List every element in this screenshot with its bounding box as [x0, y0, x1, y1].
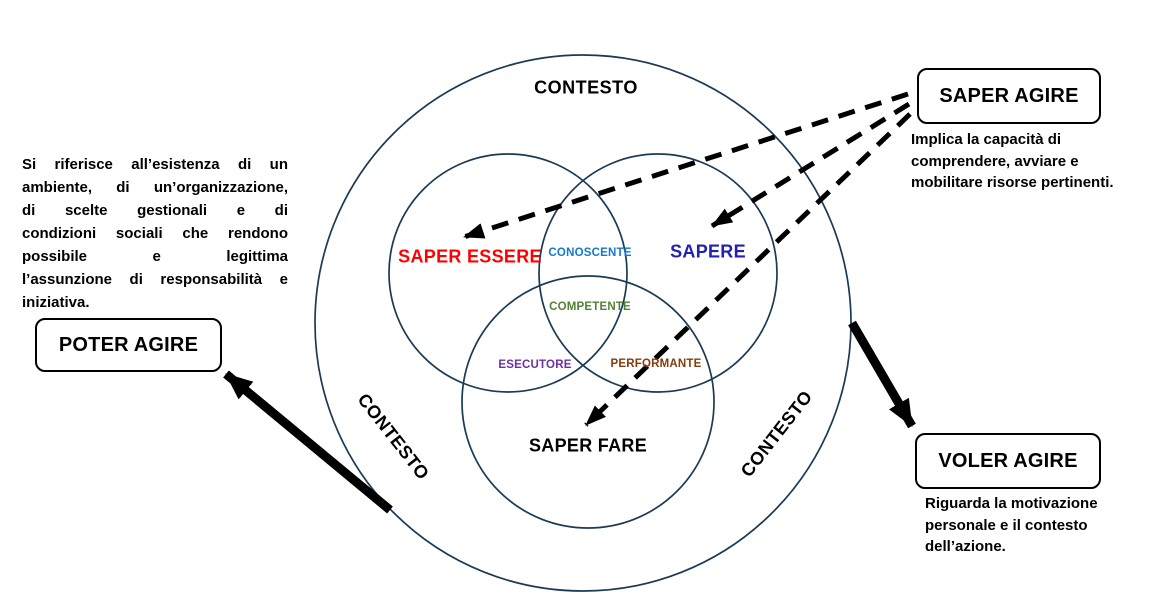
note-line: Riguarda la motivazione [925, 495, 1098, 512]
esecutore-label: ESECUTORE [498, 359, 572, 371]
conoscente-label: CONOSCENTE [548, 247, 632, 259]
dashed-arrow-to-sapere [710, 101, 911, 229]
saper-agire-box: SAPER AGIRE [917, 68, 1101, 124]
note-line: Si riferisce all’esistenza di un [22, 156, 288, 173]
note-line: mobilitare risorse pertinenti. [911, 174, 1114, 191]
competente-label: COMPETENTE [549, 301, 631, 313]
voler-agire-note: Riguarda la motivazione personale e il c… [925, 493, 1155, 558]
note-line: ambiente, di un’organizzazione, [22, 179, 288, 196]
voler-agire-box: VOLER AGIRE [915, 433, 1101, 489]
note-line: possibile e legittima [22, 248, 288, 265]
sapere-label: SAPERE [670, 241, 746, 262]
contesto-label-top: CONTESTO [534, 77, 638, 98]
solid-arrow-to-poter-agire [223, 370, 393, 514]
performante-label: PERFORMANTE [610, 358, 702, 370]
note-line: condizioni sociali che rendono [22, 225, 288, 242]
dashed-arrow-to-saper-essere [463, 91, 909, 240]
saper-agire-box-label: SAPER AGIRE [939, 84, 1079, 107]
voler-agire-box-label: VOLER AGIRE [938, 449, 1078, 472]
contesto-outer-circle [314, 54, 852, 592]
poter-agire-note: Si riferisce all’esistenza di un ambient… [22, 153, 288, 314]
note-line: comprendere, avviare e [911, 152, 1079, 170]
note-line: personale e il contesto [925, 516, 1088, 534]
dashed-arrow-to-saper-fare [584, 112, 912, 427]
solid-arrow-to-voler-agire [848, 320, 916, 429]
saper-essere-label: SAPER ESSERE [398, 246, 542, 267]
note-line: iniziativa. [22, 294, 90, 311]
saper-essere-circle [388, 153, 628, 393]
saper-fare-label: SAPER FARE [528, 435, 648, 456]
poter-agire-box-label: POTER AGIRE [58, 333, 199, 356]
saper-agire-note: Implica la capacità di comprendere, avvi… [911, 129, 1157, 194]
sapere-circle [538, 153, 778, 393]
saper-fare-circle [461, 275, 715, 529]
poter-agire-box: POTER AGIRE [35, 318, 222, 372]
note-line: Implica la capacità di [911, 131, 1062, 148]
note-line: l’assunzione di responsabilità e [22, 271, 288, 288]
note-line: dell’azione. [925, 538, 1006, 555]
note-line: di scelte gestionali e di [22, 202, 288, 219]
